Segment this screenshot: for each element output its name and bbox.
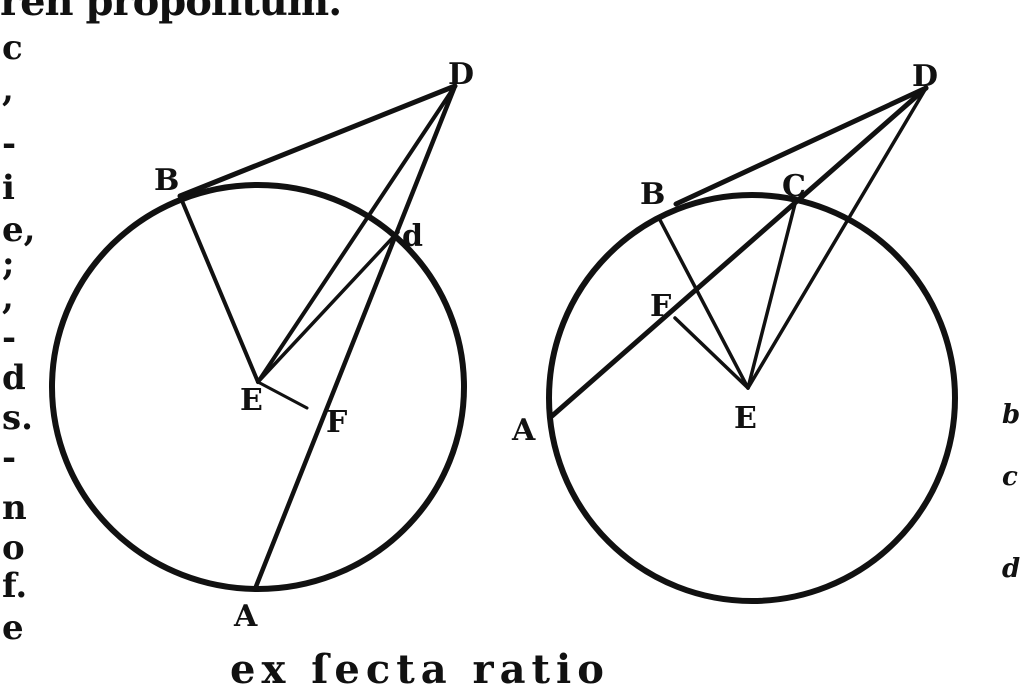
margin-note-c: c <box>1002 462 1018 492</box>
label-B: B <box>640 177 665 212</box>
label-D: D <box>912 59 938 94</box>
line-EF <box>256 380 309 410</box>
left-margin-char: - <box>2 124 17 164</box>
line-DE <box>746 86 928 390</box>
secant-line-AD <box>252 83 458 592</box>
radius-line-EB <box>178 194 260 384</box>
figure-1: D B d E F A <box>49 57 474 634</box>
tangent-line-BD <box>673 85 929 207</box>
left-margin-char: n <box>2 488 27 528</box>
line-Ed <box>256 230 400 384</box>
left-margin-char: - <box>2 438 17 478</box>
left-margin-cut-text: c , - i e, ; , - d s. - n o f. e <box>0 28 35 668</box>
line-BE <box>658 218 750 390</box>
label-F: F <box>326 405 347 440</box>
margin-note-d: d <box>1002 554 1021 584</box>
left-margin-char: ; <box>2 244 15 284</box>
label-F: F <box>650 289 671 324</box>
right-margin-notes: b c d <box>998 400 1024 600</box>
figure-1-circle <box>49 182 467 592</box>
left-margin-char: f. <box>2 566 28 606</box>
left-margin-char: , <box>2 70 14 110</box>
page-header-text: ren propoſitum. <box>0 0 342 25</box>
label-D: D <box>448 57 474 92</box>
left-margin-char: , <box>2 278 14 318</box>
label-A: A <box>511 413 536 448</box>
left-margin-char: c <box>2 28 23 68</box>
left-margin-char: i <box>2 168 15 208</box>
label-C: C <box>782 169 806 204</box>
figure-2-circle <box>546 192 958 604</box>
label-d: d <box>402 219 423 254</box>
label-A: A <box>233 599 258 634</box>
secant-line-AD <box>549 85 929 419</box>
margin-note-b: b <box>1002 400 1021 430</box>
left-margin-char: - <box>2 318 17 358</box>
label-B: B <box>154 163 179 198</box>
label-E: E <box>734 401 757 436</box>
line-ED <box>256 84 457 384</box>
left-margin-char: e, <box>2 210 36 250</box>
left-margin-char: s. <box>2 398 33 438</box>
left-margin-char: e <box>2 608 24 648</box>
figure-2: D B C F A E <box>511 59 958 604</box>
label-E: E <box>240 383 263 418</box>
page-footer-text: ex ſecta ratio <box>230 646 610 693</box>
left-margin-char: d <box>2 358 26 398</box>
line-CE <box>746 198 798 390</box>
line-FE <box>673 316 750 390</box>
left-margin-char: o <box>2 528 25 568</box>
tangent-line-BD <box>177 83 458 199</box>
